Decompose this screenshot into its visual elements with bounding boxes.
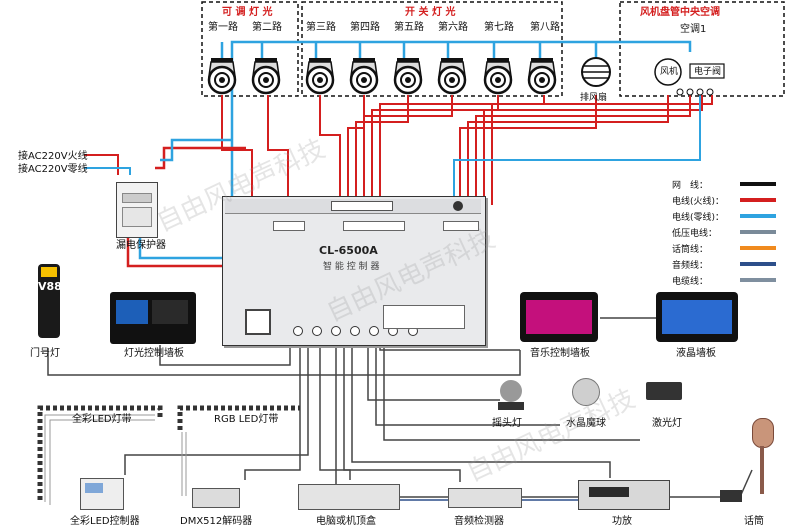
circuit-1-label: 第一路: [208, 22, 238, 33]
switch-group-box: [301, 1, 563, 97]
spotlight-icon: [207, 56, 237, 95]
laser-icon: [646, 382, 682, 400]
fan-icon: [654, 58, 682, 86]
legend-label: 音频线：: [672, 261, 709, 271]
music-panel-device: [520, 292, 598, 342]
circuit-8-label: 第八路: [530, 22, 560, 33]
legend-label: 电缆线：: [672, 277, 709, 287]
legend: 网 线： 电线(火线)： 电线(零线)： 低压电线： 话筒线： 音频线： 电缆线：: [672, 176, 784, 296]
legend-swatch: [740, 246, 776, 250]
legend-row: 低压电线：: [672, 224, 784, 240]
lcd-panel-label: 液晶墙板: [676, 348, 716, 359]
led-strips: [37, 405, 300, 500]
moving-head-label: 摇头灯: [492, 418, 522, 429]
ac-group-title: 风机盘管中央空调: [640, 7, 720, 18]
circuit-5-label: 第五路: [394, 22, 424, 33]
mic-label: 话筒: [744, 516, 764, 527]
legend-row: 网 线：: [672, 176, 784, 192]
legend-swatch: [740, 230, 776, 234]
spotlight-row: [207, 56, 725, 96]
power-live-label: 接AC220V火线: [18, 151, 88, 162]
dim-group-box: [201, 1, 299, 97]
controller-box: CL-6500A 智 能 控 制 器: [222, 196, 486, 346]
legend-label: 电线(零线)：: [672, 213, 725, 223]
full-led-controller-device: [80, 478, 124, 510]
circuit-6-label: 第六路: [438, 22, 468, 33]
laser-label: 激光灯: [652, 418, 682, 429]
circuit-3-label: 第三路: [306, 22, 336, 33]
valve-icon: [689, 63, 725, 79]
neutral-bus: [230, 40, 692, 205]
amp-device: [578, 480, 670, 510]
pc-label: 电脑或机顶盒: [316, 516, 376, 527]
audio-detector-label: 音频检测器: [454, 516, 504, 527]
power-neutral-label: 接AC220V零线: [18, 164, 88, 175]
spotlight-icon: [393, 56, 423, 95]
mic-icon: [748, 418, 776, 496]
circuit-7-label: 第七路: [484, 22, 514, 33]
fan-label: 风机: [660, 67, 679, 77]
legend-row: 电线(火线)：: [672, 192, 784, 208]
spotlight-icon: [349, 56, 379, 95]
legend-label: 低压电线：: [672, 229, 718, 239]
light-panel-device: [110, 292, 196, 344]
valve-label: 电子阀: [694, 67, 722, 77]
dmx-label: DMX512解码器: [180, 516, 253, 527]
light-panel-label: 灯光控制墙板: [124, 348, 184, 359]
pc-device: [298, 484, 400, 510]
dim-group-title: 可 调 灯 光: [222, 7, 273, 18]
amp-label: 功放: [612, 516, 632, 527]
legend-row: 电线(零线)：: [672, 208, 784, 224]
switch-group-title: 开 关 灯 光: [405, 7, 456, 18]
full-led-controller-label: 全彩LED控制器: [70, 516, 140, 527]
lcd-panel-device: [656, 292, 738, 342]
full-strip-label: 全彩LED灯带: [72, 414, 132, 425]
crystal-ball-label: 水晶魔球: [566, 418, 606, 429]
legend-row: 电缆线：: [672, 272, 784, 288]
music-panel-label: 音乐控制墙板: [530, 348, 590, 359]
audio-detector-device: [448, 488, 522, 508]
spotlight-icon: [251, 56, 281, 95]
spotlight-icon: [527, 56, 557, 95]
legend-label: 话筒线：: [672, 245, 709, 255]
controller-model: CL-6500A: [319, 244, 378, 257]
ac-unit-label: 空调1: [680, 24, 707, 35]
circuit-4-label: 第四路: [350, 22, 380, 33]
legend-label: 电线(火线)：: [672, 197, 725, 207]
legend-swatch: [740, 198, 776, 202]
spotlight-icon: [305, 56, 335, 95]
door-sign: V888: [38, 280, 70, 293]
moving-head-icon: [496, 380, 526, 412]
crystal-ball-icon: [572, 378, 600, 406]
legend-swatch: [740, 262, 776, 266]
legend-row: 音频线：: [672, 256, 784, 272]
legend-label: 网 线：: [672, 181, 709, 191]
controller-subtitle: 智 能 控 制 器: [323, 262, 380, 272]
circuit-2-label: 第二路: [252, 22, 282, 33]
door-light-label: 门号灯: [30, 348, 60, 359]
mic-receiver-device: [720, 490, 742, 502]
door-light-device: V888: [38, 264, 70, 338]
legend-swatch: [740, 182, 776, 186]
rgb-strip-label: RGB LED灯带: [214, 414, 279, 425]
legend-swatch: [740, 278, 776, 282]
spotlight-icon: [437, 56, 467, 95]
legend-swatch: [740, 214, 776, 218]
legend-row: 话筒线：: [672, 240, 784, 256]
exhaust-fan-label: 排风扇: [580, 93, 608, 103]
breaker-device: [116, 182, 158, 238]
spotlight-icon: [483, 56, 513, 95]
network-lines: [47, 317, 753, 498]
dmx-device: [192, 488, 240, 508]
breaker-label: 漏电保护器: [116, 240, 166, 251]
